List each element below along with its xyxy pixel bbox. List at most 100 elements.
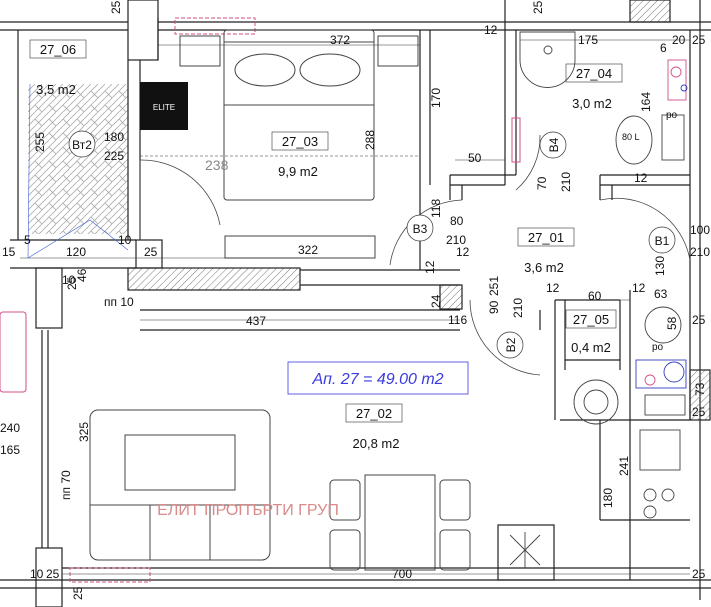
dim-label: 10: [118, 233, 132, 247]
dim-label: 58: [665, 316, 679, 330]
dim-label: 25: [692, 405, 706, 419]
dim-label: 12: [632, 281, 646, 295]
wardrobe-lines: [27, 83, 129, 259]
dim-label: 73: [693, 382, 707, 396]
dim-label: 255: [33, 132, 47, 152]
dim-label: 241: [617, 456, 631, 476]
dim-label: 210: [511, 298, 525, 318]
dim-label: 12: [634, 171, 648, 185]
dim-label: 25: [692, 33, 706, 47]
room-id: 27_05: [573, 312, 609, 327]
dim-label: 10: [30, 567, 44, 581]
dim-label: 175: [578, 33, 598, 47]
door-tag: В2: [504, 337, 518, 352]
room-id: 27_01: [528, 230, 564, 245]
room-labels: 27_06 3,5 m2 27_03 9,9 m2 27_04 3,0 m2 2…: [29, 39, 623, 451]
dim-label: 116: [448, 313, 467, 327]
dim-label: ро: [652, 342, 664, 353]
dim-label: 60: [588, 289, 602, 303]
dim-label: 700: [392, 567, 412, 581]
dim-label: 165: [0, 443, 20, 457]
dim-label: 210: [690, 245, 710, 259]
bathroom-fixtures: [519, 31, 688, 425]
dim-label: 90: [487, 300, 501, 314]
dim-label: 210: [446, 233, 466, 247]
room-area: 9,9 m2: [278, 164, 318, 179]
dim-label: 63: [654, 287, 668, 301]
door-tag: В4: [547, 137, 561, 152]
dim-label: 238: [205, 157, 229, 173]
dim-label: 5: [24, 233, 31, 247]
dim-label: 80: [450, 214, 464, 228]
dim-label: 25: [109, 0, 123, 14]
dim-label: 170: [429, 88, 443, 108]
dim-label: 15: [2, 245, 16, 259]
apartment-label-box: [287, 361, 469, 395]
dim-label: 6: [660, 41, 667, 55]
logo: ELITE: [140, 82, 188, 130]
dim-label: 25: [144, 245, 158, 259]
dim-label: 25: [692, 567, 706, 581]
dim-label: 251: [487, 276, 501, 296]
room-id: 27_02: [356, 406, 392, 421]
dim-label: 10: [62, 273, 76, 287]
windows: [0, 17, 521, 583]
dim-label: 225: [104, 149, 124, 163]
dim-label: 118: [429, 199, 443, 218]
dim-label: 372: [330, 33, 350, 47]
logo-text: ELITE: [153, 103, 175, 112]
dim-label: 325: [77, 422, 91, 442]
room-id: 27_06: [40, 42, 76, 57]
door-tags: Вт2 В3 В4 В1 В2: [68, 130, 676, 359]
room-area: 3,6 m2: [524, 260, 564, 275]
dim-label: 180: [601, 488, 615, 508]
dim-label: пп 10: [104, 295, 134, 309]
door-tag: В1: [655, 234, 670, 248]
door-tag: Вт2: [72, 138, 92, 152]
dim-label: 240: [0, 421, 20, 435]
dim-label: пп 70: [59, 470, 73, 500]
kitchen-appliances: [509, 429, 681, 568]
dim-label: 25: [531, 0, 545, 14]
bed: [179, 29, 419, 259]
dim-label: 437: [246, 314, 266, 328]
watermark: ЕЛИТ ПРОПЪРТИ ГРУП: [157, 502, 339, 519]
dim-label: 70: [535, 176, 549, 190]
dim-label: 25: [692, 313, 706, 327]
dim-label: 20: [672, 33, 686, 47]
dim-label: 130: [653, 256, 667, 276]
room-area: 0,4 m2: [571, 340, 611, 355]
apartment-label: Ап. 27 = 49.00 m2: [311, 371, 443, 388]
dim-label: 12: [423, 260, 437, 274]
dim-label: 322: [298, 243, 318, 257]
room-area: 20,8 m2: [353, 436, 400, 451]
dim-label: 288: [363, 130, 377, 150]
dim-label: 24: [429, 294, 443, 308]
dim-label: 164: [639, 92, 653, 112]
living-furniture: [89, 409, 471, 571]
dim-label: 180: [104, 130, 124, 144]
room-id: 27_03: [282, 134, 318, 149]
dim-label: 25: [71, 586, 85, 600]
room-area: 3,0 m2: [572, 96, 612, 111]
dim-label: 12: [546, 281, 560, 295]
parquet-area: [28, 84, 128, 234]
dim-label: ро: [666, 110, 678, 121]
dim-label: 50: [468, 151, 482, 165]
dim-label: 46: [75, 268, 89, 282]
dim-label: 12: [484, 23, 498, 37]
room-id: 27_04: [576, 66, 612, 81]
dim-label: 12: [456, 245, 470, 259]
dim-label: 120: [66, 245, 86, 259]
dim-label: 80 L: [622, 132, 640, 142]
door-swings: [139, 134, 691, 376]
room-area: 3,5 m2: [36, 82, 76, 97]
dim-label: 210: [559, 172, 573, 192]
dim-label: 100: [690, 223, 710, 237]
door-tag: В3: [413, 222, 428, 236]
dimension-lines: [20, 39, 690, 575]
